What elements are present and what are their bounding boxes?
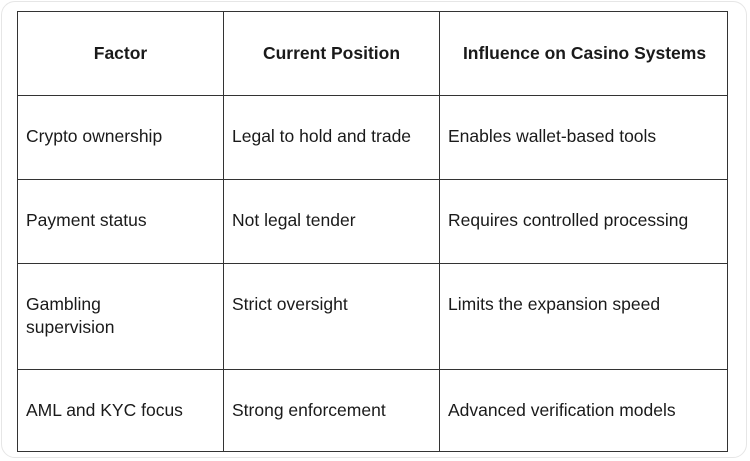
cell-current-position: Strict oversight bbox=[223, 263, 440, 370]
table-row: Crypto ownership Legal to hold and trade… bbox=[17, 95, 728, 180]
cell-factor: Gambling supervision bbox=[17, 263, 224, 370]
cell-influence: Enables wallet-based tools bbox=[439, 95, 728, 180]
cell-factor: Payment status bbox=[17, 179, 224, 264]
cell-factor: Crypto ownership bbox=[17, 95, 224, 180]
header-row: Factor Current Position Influence on Cas… bbox=[17, 11, 728, 96]
table-row: Gambling supervision Strict oversight Li… bbox=[17, 263, 728, 370]
header-current-position: Current Position bbox=[223, 11, 440, 96]
comparison-table: Factor Current Position Influence on Cas… bbox=[17, 11, 728, 452]
cell-influence: Limits the expansion speed bbox=[439, 263, 728, 370]
table-row: AML and KYC focus Strong enforcement Adv… bbox=[17, 369, 728, 452]
cell-current-position: Not legal tender bbox=[223, 179, 440, 264]
cell-influence: Advanced verification models bbox=[439, 369, 728, 452]
cell-current-position: Strong enforcement bbox=[223, 369, 440, 452]
header-factor: Factor bbox=[17, 11, 224, 96]
cell-current-position: Legal to hold and trade bbox=[223, 95, 440, 180]
header-influence: Influence on Casino Systems bbox=[439, 11, 728, 96]
table-row: Payment status Not legal tender Requires… bbox=[17, 179, 728, 264]
cell-influence: Requires controlled processing bbox=[439, 179, 728, 264]
cell-factor: AML and KYC focus bbox=[17, 369, 224, 452]
